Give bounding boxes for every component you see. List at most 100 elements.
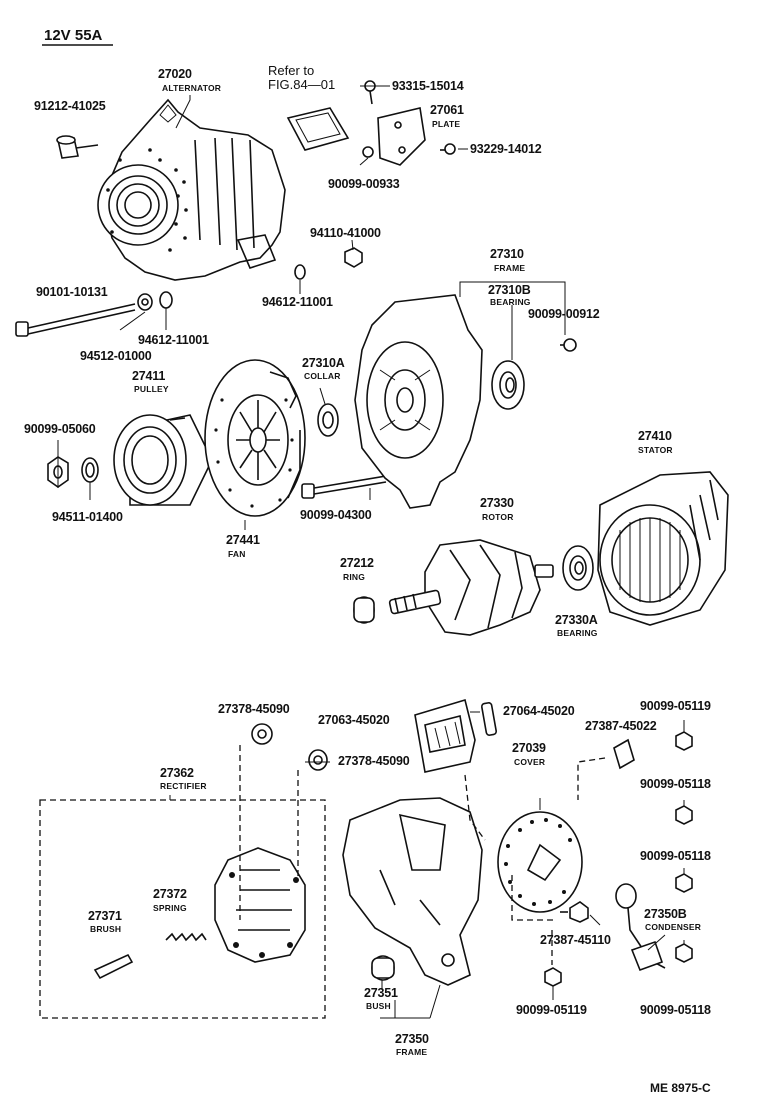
part-number-brush: 27371 xyxy=(88,909,122,923)
part-number-94612-a: 94612-11001 xyxy=(262,295,333,309)
screw-93229-drawing xyxy=(440,143,456,155)
bush-holder-b-drawing xyxy=(308,749,328,771)
cover-drawing xyxy=(497,811,583,913)
bush-holder-a-drawing xyxy=(251,723,273,745)
bush-drawing xyxy=(371,955,395,981)
part-name-frame-drive: FRAME xyxy=(494,263,526,273)
part-name-stator: STATOR xyxy=(638,445,673,455)
screw-93315-drawing xyxy=(364,80,376,105)
collar-drawing xyxy=(317,403,339,437)
part-name-brush: BRUSH xyxy=(90,924,122,934)
rotor-drawing xyxy=(388,539,554,636)
part-name-rectifier: RECTIFIER xyxy=(160,781,207,791)
part-number-fan: 27441 xyxy=(226,533,260,547)
part-number-90099-00933: 90099-00933 xyxy=(328,177,400,191)
part-number-05118-a: 90099-05118 xyxy=(640,777,711,791)
washer-94612-b-drawing xyxy=(159,291,173,309)
washer-94511-drawing xyxy=(81,457,99,483)
screw-05118-a-drawing xyxy=(675,805,693,825)
part-number-spring: 27372 xyxy=(153,887,187,901)
part-number-27378-b: 27378-45090 xyxy=(338,754,410,768)
part-number-05118-b: 90099-05118 xyxy=(640,849,711,863)
part-name-fan: FAN xyxy=(228,549,246,559)
part-number-05119-b: 90099-05119 xyxy=(516,1003,587,1017)
part-number-90099-05060: 90099-05060 xyxy=(24,422,96,436)
part-number-pulley: 27411 xyxy=(132,369,166,383)
part-number-frame-drive: 27310 xyxy=(490,247,524,261)
pulley-drawing xyxy=(113,414,213,506)
diagram-title: 12V 55A xyxy=(44,27,103,44)
part-number-rotor: 27330 xyxy=(480,496,514,510)
terminal-27387-b-drawing xyxy=(560,901,589,923)
part-number-93229: 93229-14012 xyxy=(470,142,542,156)
part-number-bearing-rear: 27330A xyxy=(555,613,598,627)
plate-drawing xyxy=(377,107,426,166)
part-number-condenser: 27350B xyxy=(644,907,687,921)
part-number-stator: 27410 xyxy=(638,429,672,443)
part-number-27387-b: 27387-45110 xyxy=(540,933,611,947)
reference-line-2: FIG.84—01 xyxy=(268,77,336,92)
rectifier-group-box xyxy=(39,799,326,1019)
part-number-05118-c: 90099-05118 xyxy=(640,1003,711,1017)
brush-drawing xyxy=(93,953,134,980)
refer-component-drawing xyxy=(286,107,350,151)
part-number-27378-a: 27378-45090 xyxy=(218,702,290,716)
part-number-90101: 90101-10131 xyxy=(36,285,108,299)
part-name-condenser: CONDENSER xyxy=(645,922,702,932)
part-number-27387-a: 27387-45022 xyxy=(585,719,657,733)
part-number-bearing-front: 27310B xyxy=(488,283,531,297)
screw-90099-00912-drawing xyxy=(560,338,577,352)
part-number-94612-b: 94612-11001 xyxy=(138,333,209,347)
part-27064-drawing xyxy=(480,702,498,736)
part-name-pulley: PULLEY xyxy=(134,384,169,394)
ring-drawing xyxy=(353,596,375,624)
fan-drawing xyxy=(204,359,306,517)
part-name-ring: RING xyxy=(343,572,366,582)
frame-drive-end-drawing xyxy=(354,294,483,509)
screw-05119-a-drawing xyxy=(675,731,693,751)
part-name-bearing-front: BEARING xyxy=(490,297,531,307)
part-number-27063: 27063-45020 xyxy=(318,713,390,727)
part-number-05119-a: 90099-05119 xyxy=(640,699,711,713)
part-number-cover: 27039 xyxy=(512,741,546,755)
part-name-frame-rear: FRAME xyxy=(396,1047,428,1057)
condenser-drawing xyxy=(615,883,666,972)
stator-drawing xyxy=(597,471,729,626)
part-number-alternator: 27020 xyxy=(158,67,192,81)
part-name-rotor: ROTOR xyxy=(482,512,514,522)
part-number-94110: 94110-41000 xyxy=(310,226,381,240)
rectifier-drawing xyxy=(214,847,306,963)
bolt-90101-drawing xyxy=(15,303,136,337)
screw-05119-b-drawing xyxy=(544,967,562,987)
part-number-94512: 94512-01000 xyxy=(80,349,152,363)
part-number-94511: 94511-01400 xyxy=(52,510,123,524)
part-number-27064: 27064-45020 xyxy=(503,704,575,718)
bolt-90099-04300-drawing xyxy=(301,475,387,499)
figure-code: ME 8975-C xyxy=(650,1081,711,1095)
part-number-90099-04300: 90099-04300 xyxy=(300,508,372,522)
part-name-bearing-rear: BEARING xyxy=(557,628,598,638)
part-name-plate: PLATE xyxy=(432,119,461,129)
part-number-ring: 27212 xyxy=(340,556,374,570)
alternator-drawing xyxy=(97,98,286,281)
part-name-alternator: ALTERNATOR xyxy=(162,83,222,93)
washer-94612-a-drawing xyxy=(294,264,306,280)
nut-94110-drawing xyxy=(344,247,363,268)
screw-05118-b-drawing xyxy=(675,873,693,893)
bolt-91212-drawing xyxy=(56,135,99,159)
part-number-93315: 93315-15014 xyxy=(392,79,464,93)
part-number-91212: 91212-41025 xyxy=(34,99,106,113)
part-name-spring: SPRING xyxy=(153,903,187,913)
part-name-cover: COVER xyxy=(514,757,546,767)
part-number-plate: 27061 xyxy=(430,103,464,117)
part-name-bush: BUSH xyxy=(366,1001,391,1011)
bearing-front-drawing xyxy=(491,360,525,410)
reference-line-1: Refer to xyxy=(268,63,315,78)
screw-05118-c-drawing xyxy=(675,943,693,963)
part-number-90099-00912: 90099-00912 xyxy=(528,307,600,321)
spring-drawing xyxy=(165,932,207,942)
nut-94512-drawing xyxy=(137,293,153,311)
regulator-drawing xyxy=(414,698,476,773)
screw-90099-00933-drawing xyxy=(362,146,374,158)
part-name-collar: COLLAR xyxy=(304,371,341,381)
